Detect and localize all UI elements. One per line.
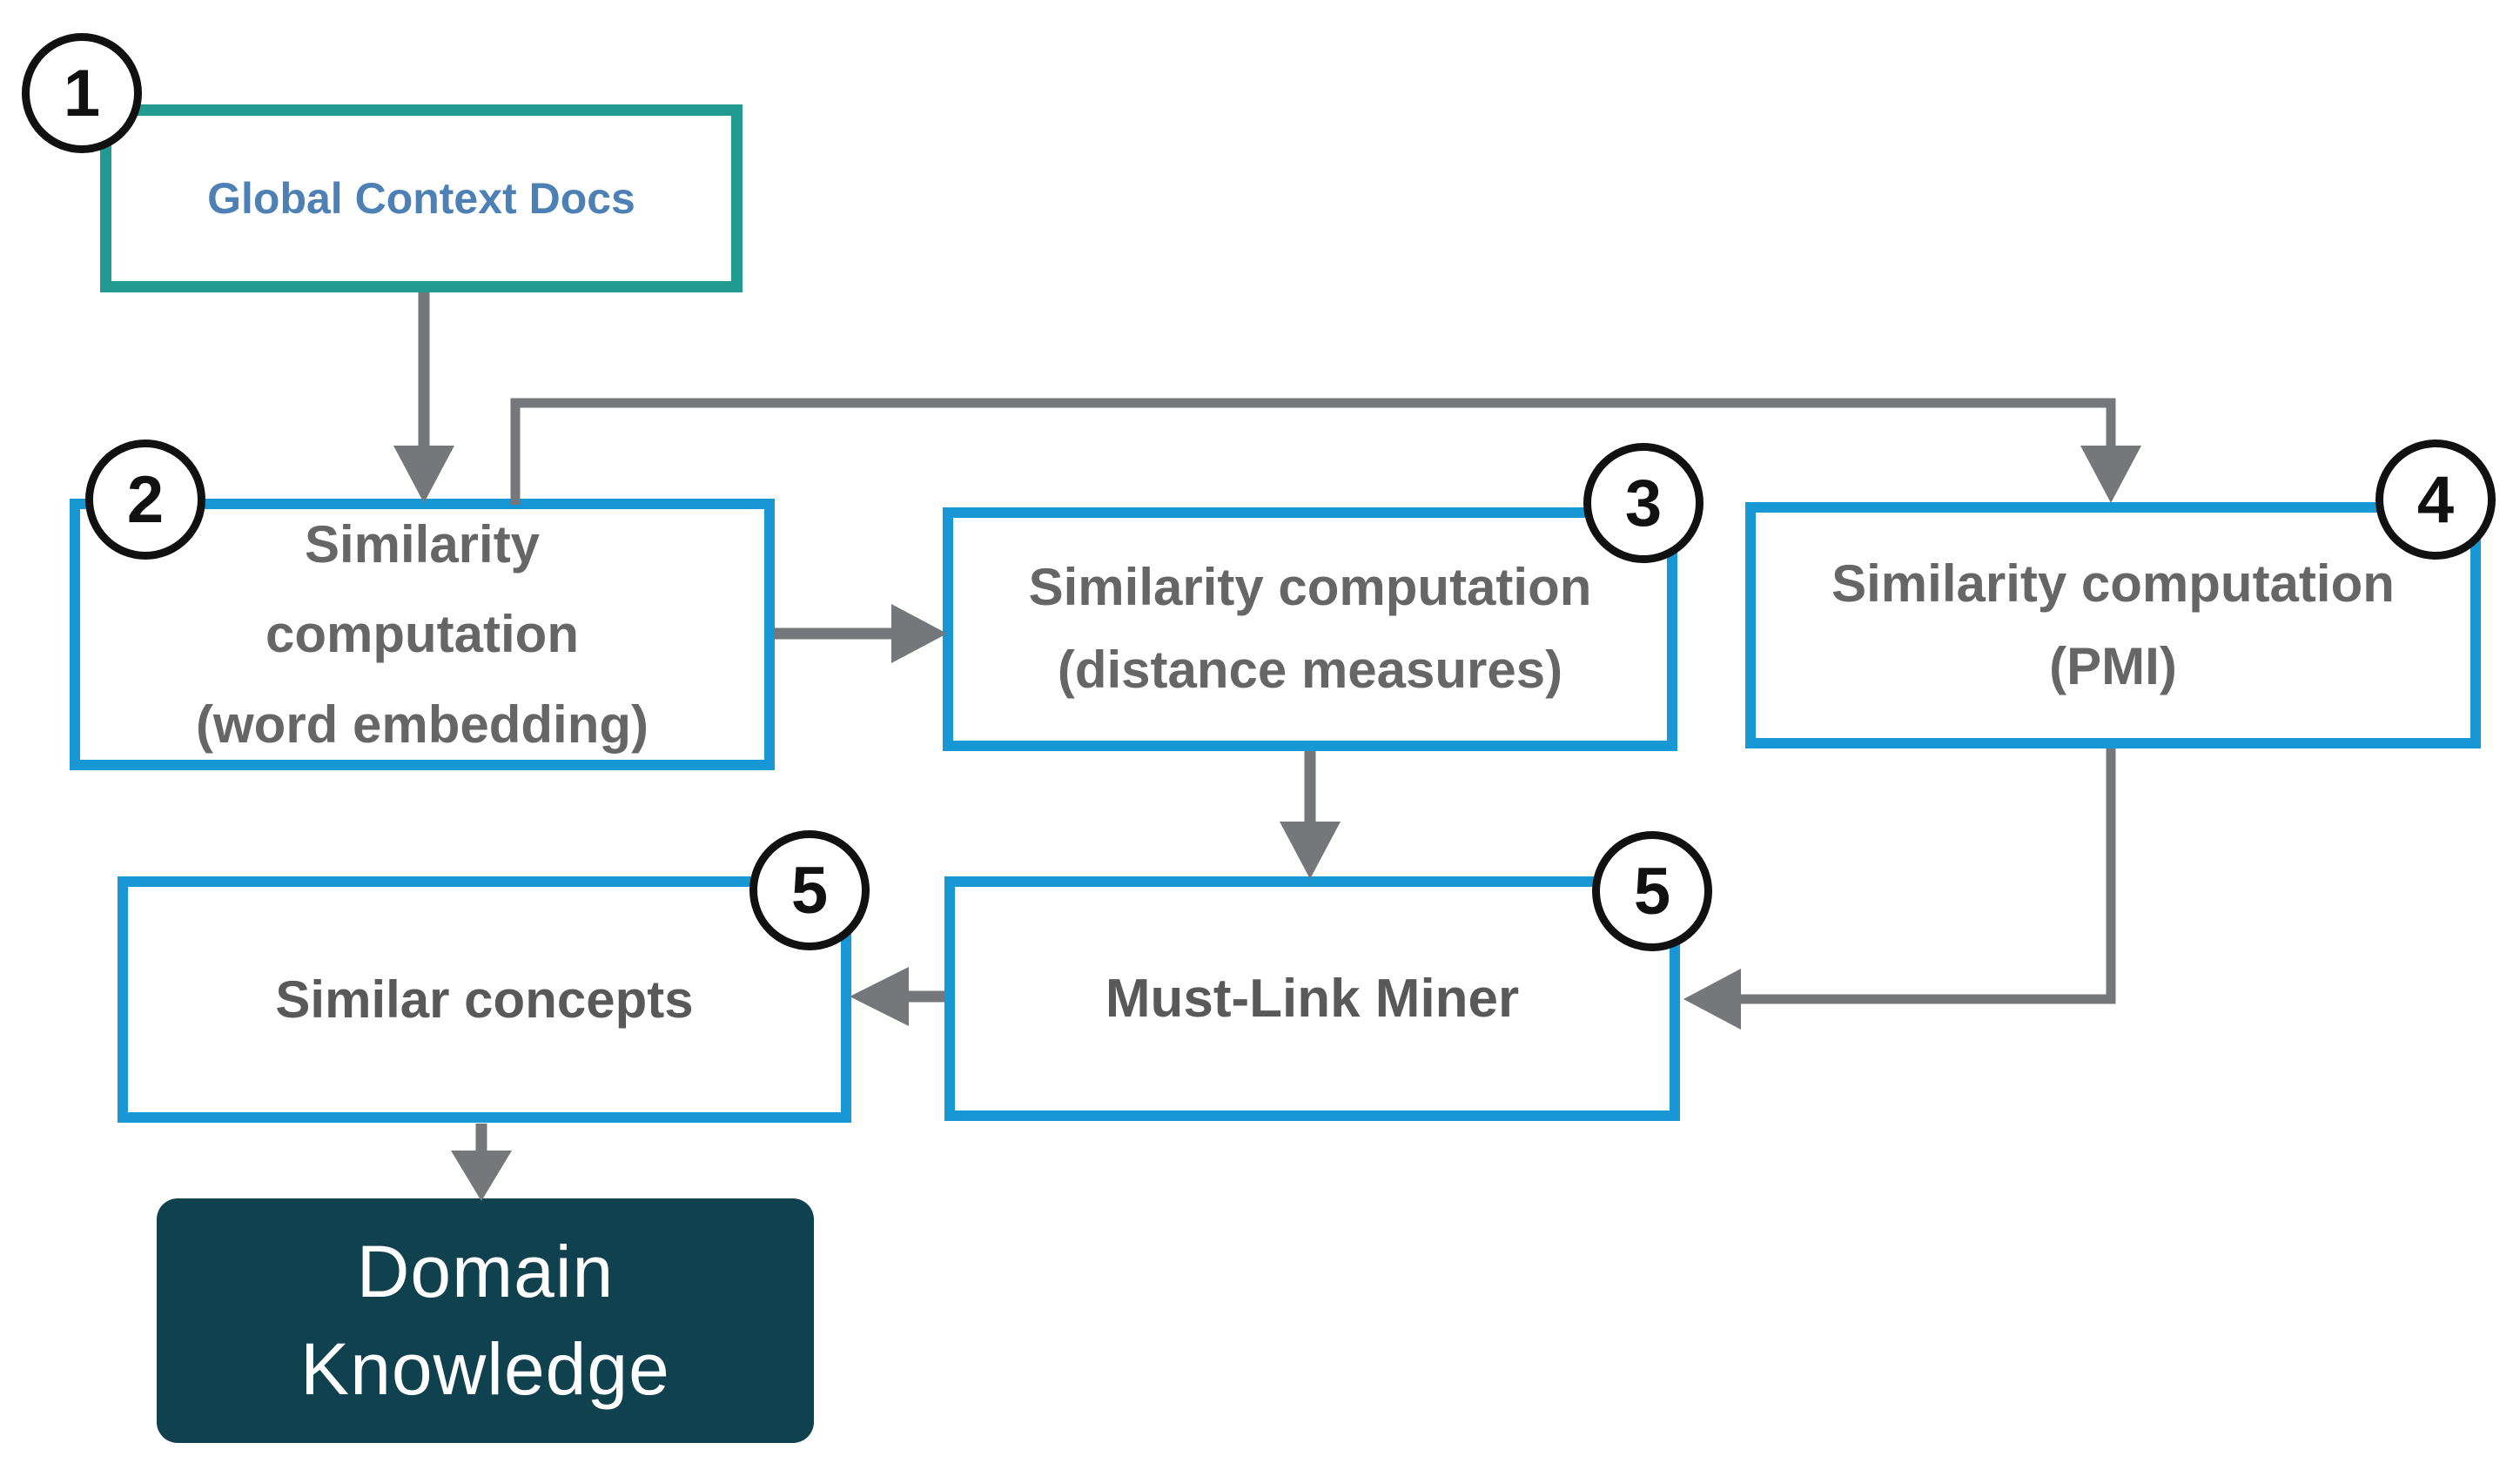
node-label: Similar concepts [275, 970, 694, 1029]
edge-global-to-embedding-arrow [393, 292, 454, 503]
step-badge-1: 1 [22, 33, 142, 153]
node-label: Must-Link Miner [1105, 969, 1520, 1029]
node-label-line: Similarity [304, 515, 541, 574]
node-similarity-pmi: Similarity computation (PMI) [1745, 502, 2481, 748]
edge-distance-to-mustlink-arrow [1280, 751, 1341, 879]
step-badge-5-similar: 5 [749, 830, 870, 950]
step-badge-2: 2 [85, 440, 205, 560]
step-badge-4: 4 [2376, 440, 2496, 560]
node-global-context-docs: Global Context Docs [100, 104, 743, 292]
edge-similar-to-domain-arrow [451, 1124, 512, 1201]
step-badge-5-mustlink: 5 [1592, 831, 1712, 951]
node-label: Global Context Docs [207, 174, 635, 223]
node-similarity-word-embedding: Similarity computation (word embedding) [70, 499, 775, 770]
node-label-line: (distance measures) [1057, 641, 1563, 699]
node-label-line: (PMI) [2049, 636, 2177, 695]
node-label-line: computation [265, 605, 579, 664]
step-badge-3: 3 [1583, 443, 1704, 563]
node-domain-knowledge: Domain Knowledge [157, 1198, 814, 1443]
node-similarity-distance-measures: Similarity computation (distance measure… [943, 507, 1677, 751]
node-must-link-miner: Must-Link Miner [944, 876, 1680, 1121]
edge-embedding-to-distance-arrow [775, 604, 947, 663]
node-label-line: Similarity computation [1831, 554, 2395, 613]
edge-embedding-to-pmi-arrow [510, 398, 2141, 505]
node-similar-concepts: Similar concepts [118, 876, 851, 1123]
edge-mustlink-to-similar-arrow [850, 967, 945, 1026]
node-label-line: Knowledge [300, 1327, 670, 1410]
node-label-line: (word embedding) [196, 695, 648, 754]
node-label-line: Similarity computation [1028, 558, 1592, 617]
edge-pmi-to-mustlink-arrow [1683, 748, 2116, 1030]
node-label-line: Domain [356, 1230, 615, 1312]
